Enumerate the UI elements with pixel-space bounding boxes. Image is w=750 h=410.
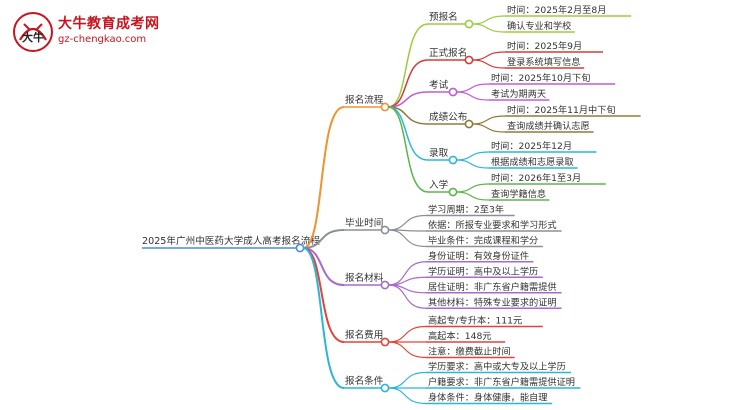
detail-connector — [455, 83, 490, 93]
leaf-text: 户籍要求：非广东省户籍需提供证明 — [428, 376, 575, 388]
root-node-dot — [295, 243, 305, 253]
leaf-connector — [387, 387, 427, 405]
sub-node-dot — [464, 55, 474, 65]
detail-connector — [471, 59, 506, 69]
detail-connector — [455, 91, 490, 101]
detail-connector — [471, 123, 506, 133]
leaf-text: 其他材料：特殊专业要求的证明 — [428, 296, 557, 308]
leaf-text: 毕业条件：完成课程和学分 — [428, 235, 538, 247]
detail-text: 查询学籍信息 — [491, 188, 546, 200]
branch-connector — [302, 247, 345, 286]
branch-label[interactable]: 报名流程 — [345, 94, 384, 106]
leaf-connector — [387, 229, 427, 248]
leaf-text: 学习周期：2至3年 — [428, 204, 504, 216]
leaf-connector — [387, 325, 427, 343]
branch-node-dot — [380, 225, 390, 235]
sub-connector — [387, 106, 429, 161]
logo-mark-text: 大牛 — [22, 30, 44, 44]
detail-connector — [455, 183, 490, 193]
branch-label[interactable]: 报名材料 — [345, 272, 384, 284]
detail-text: 登录系统填写信息 — [507, 56, 581, 68]
detail-connector — [455, 159, 490, 169]
branch-label[interactable]: 毕业时间 — [345, 217, 383, 229]
detail-text: 根据成绩和志愿录取 — [491, 156, 574, 168]
leaf-text: 学历要求：高中或大专及以上学历 — [428, 361, 566, 373]
sub-connector — [387, 59, 429, 108]
leaf-connector — [387, 341, 427, 359]
leaf-text: 居住证明：非广东省户籍需提供 — [428, 281, 557, 293]
site-logo[interactable]: 大牛 大牛教育成考网 gz-chengkao.com — [12, 10, 162, 54]
sub-label[interactable]: 入学 — [429, 179, 449, 191]
leaf-text: 高起专/专升本：111元 — [428, 315, 522, 327]
sub-node-dot — [464, 119, 474, 129]
leaf-text: 依据：所报专业要求和学习形式 — [428, 219, 557, 231]
leaf-connector — [387, 214, 427, 231]
leaf-text: 注意：缴费截止时间 — [428, 346, 511, 358]
sub-label[interactable]: 考试 — [429, 79, 449, 91]
logo-url: gz-chengkao.com — [58, 34, 147, 45]
sub-label[interactable]: 预报名 — [429, 11, 458, 23]
detail-text: 考试为期两天 — [491, 88, 546, 100]
detail-text: 确认专业和学校 — [507, 20, 571, 32]
leaf-text: 身份证明：有效身份证件 — [428, 250, 529, 262]
branch-connector — [302, 229, 345, 249]
sub-label[interactable]: 成绩公布 — [429, 111, 468, 123]
sub-node-dot — [448, 87, 458, 97]
sub-connector — [387, 106, 429, 193]
branch-node-dot — [380, 383, 390, 393]
leaf-text: 学历证明：高中及以上学历 — [428, 265, 538, 277]
branch-node-dot — [380, 280, 390, 290]
detail-text: 查询成绩并确认志愿 — [507, 120, 590, 132]
leaf-connector — [387, 371, 427, 389]
detail-connector — [455, 191, 490, 201]
sub-connector — [387, 23, 429, 108]
detail-text: 时间：2026年1至3月 — [491, 172, 581, 184]
sub-node-dot — [464, 19, 474, 29]
sub-label[interactable]: 录取 — [429, 148, 449, 159]
detail-connector — [471, 51, 506, 61]
detail-connector — [471, 23, 506, 33]
logo-mark-icon: 大牛 — [13, 12, 53, 52]
detail-text: 时间：2025年2月至8月 — [507, 4, 606, 16]
root-label[interactable]: 2025年广州中医药大学成人高考报名流程 — [142, 235, 320, 247]
detail-text: 时间：2025年11月中下旬 — [507, 104, 616, 116]
branch-label[interactable]: 报名费用 — [345, 329, 383, 341]
detail-connector — [455, 151, 490, 161]
detail-connector — [471, 15, 506, 25]
branch-connector — [302, 247, 345, 389]
detail-text: 时间：2025年10月下旬 — [491, 72, 590, 84]
leaf-connector — [387, 284, 427, 309]
detail-text: 时间：2025年9月 — [507, 40, 582, 52]
logo-title: 大牛教育成考网 — [58, 16, 160, 32]
branch-connector — [302, 106, 345, 249]
sub-node-dot — [448, 187, 458, 197]
detail-connector — [471, 115, 506, 125]
detail-text: 时间：2025年12月 — [491, 140, 572, 152]
sub-connector — [387, 91, 429, 108]
leaf-connector — [387, 261, 427, 286]
branch-label[interactable]: 报名条件 — [345, 375, 384, 387]
leaf-text: 身体条件：身体健康，能自理 — [428, 392, 547, 404]
branch-node-dot — [380, 337, 390, 347]
branch-node-dot — [380, 102, 390, 112]
sub-node-dot — [448, 155, 458, 165]
sub-label[interactable]: 正式报名 — [429, 47, 467, 59]
leaf-text: 高起本：148元 — [428, 330, 491, 342]
